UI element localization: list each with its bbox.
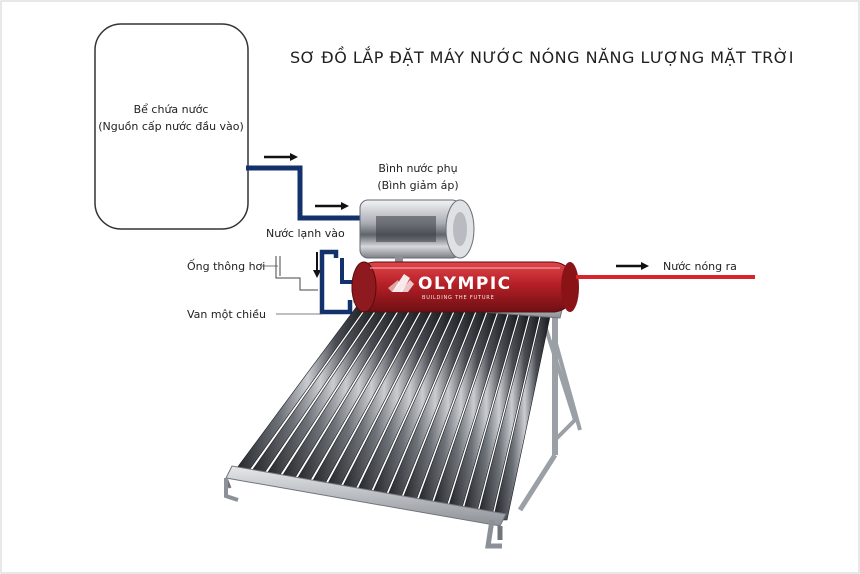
- cold-feed-pipe: [319, 249, 353, 315]
- vent-pipe: [275, 256, 318, 291]
- water-storage-tank: [94, 23, 249, 230]
- tank-label-line1: Bể chứa nước: [134, 103, 209, 116]
- brand-tagline: BUILDING THE FUTURE: [422, 295, 495, 301]
- bottom-rail: [224, 465, 507, 549]
- diagram-title: SƠ ĐỒ LẮP ĐẶT MÁY NƯỚC NÓNG NĂNG LƯỢNG M…: [290, 46, 794, 67]
- main-storage-tank: [351, 261, 579, 313]
- aux-tank-label-line2: (Bình giảm áp): [377, 179, 458, 192]
- right-arrow-icon: [616, 262, 649, 270]
- olympic-logo-icon: [388, 274, 414, 292]
- tank-label-line2: (Nguồn cấp nước đầu vào): [98, 120, 244, 133]
- auxiliary-tank: [359, 199, 475, 272]
- support-frame: [517, 300, 582, 512]
- hot-water-out-label: Nước nóng ra: [663, 260, 737, 273]
- right-arrow-icon: [264, 153, 298, 161]
- cold-water-inlet-pipe: [246, 165, 364, 221]
- check-valve-label: Van một chiều: [187, 308, 266, 321]
- vacuum-tube-collector: [230, 299, 551, 521]
- brand-name: OLYMPIC: [418, 274, 512, 294]
- vent-pipe-label: Ống thông hơi: [187, 259, 265, 273]
- down-arrow-icon: [313, 252, 321, 278]
- aux-tank-label-line1: Bình nước phụ: [378, 162, 457, 175]
- cold-water-in-label: Nước lạnh vào: [266, 227, 345, 240]
- right-arrow-icon: [315, 202, 349, 210]
